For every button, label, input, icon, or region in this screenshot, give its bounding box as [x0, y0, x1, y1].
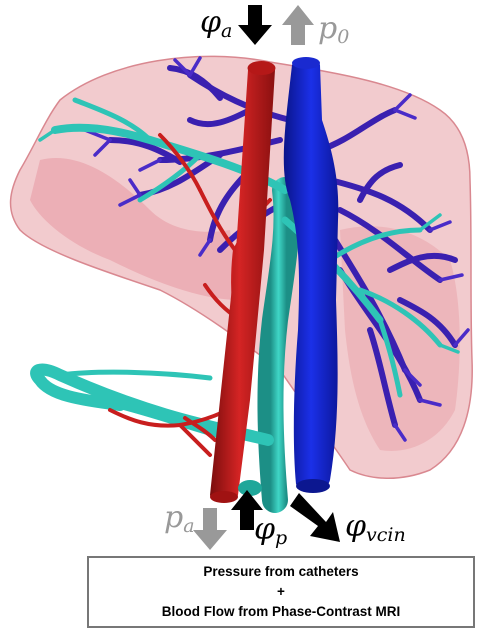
label-phi-a: φa	[200, 8, 232, 41]
arrow-p0-icon	[282, 5, 314, 45]
caption-plus: +	[277, 582, 285, 602]
caption-line-flow: Blood Flow from Phase-Contrast MRI	[162, 602, 401, 622]
arrow-phi-a-icon	[238, 5, 272, 45]
label-phi-vcin: φvcin	[345, 512, 406, 545]
portal-inlet	[238, 480, 262, 496]
caption-box: Pressure from catheters + Blood Flow fro…	[87, 556, 475, 628]
caption-line-pressure: Pressure from catheters	[203, 562, 358, 582]
arrow-pa-icon	[193, 508, 227, 550]
arrow-phi-vcin-icon	[290, 493, 340, 542]
label-p-0: p0	[318, 14, 349, 47]
label-p-a: pa	[164, 503, 195, 536]
label-phi-p: φp	[254, 515, 287, 548]
